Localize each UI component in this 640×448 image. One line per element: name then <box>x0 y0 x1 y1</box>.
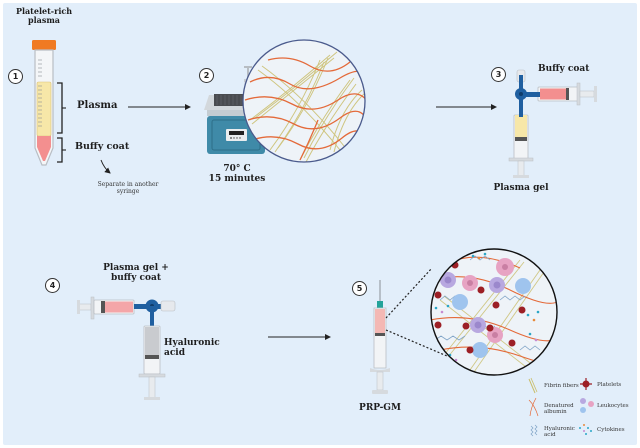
step-5-badge: 5 <box>352 281 367 296</box>
step-1-badge: 1 <box>8 69 23 84</box>
plasma-bracket <box>57 82 63 134</box>
separate-note-line2: syringe <box>116 188 140 196</box>
buffy-coat-bracket <box>57 137 63 163</box>
prp-gm-syringe <box>370 280 390 394</box>
legend-cytokines: Cytokines <box>597 427 625 433</box>
hyaluronic-acid-icon <box>530 424 538 437</box>
separate-arrow <box>100 159 111 174</box>
step-2-badge: 2 <box>199 68 214 83</box>
legend-denatured-albumin-line2: albumin <box>544 409 567 416</box>
separate-note-line1: Separate in another <box>97 181 159 188</box>
legend-denatured-albumin: Denatured albumin <box>544 403 574 416</box>
cytokine-icon <box>579 424 592 435</box>
plasma-gel-label: Plasma gel <box>493 183 549 193</box>
duration-label: 15 minutes <box>208 173 266 184</box>
hyaluronic-acid-line2: acid <box>164 347 186 358</box>
buffy-coat-label: Buffy coat <box>75 141 130 152</box>
separate-note: Separate in another syringe <box>98 181 159 195</box>
centrifuge-tube <box>32 40 56 166</box>
legend-hyaluronic-acid-line1: Hyaluronic <box>544 426 575 432</box>
legend-icons <box>528 377 594 437</box>
zoom-line-bottom <box>385 329 448 357</box>
plasma-gel-buffy-coat-label: Plasma gel + buffy coat <box>103 263 169 284</box>
hyaluronic-acid-line1: Hyaluronic <box>164 338 220 348</box>
legend-hyaluronic-acid: Hyaluronic acid <box>544 426 575 439</box>
platelet-icon <box>580 378 592 390</box>
legend-fibrin-fibers: Fibrin fibers <box>544 383 579 389</box>
step-3-buffy-coat-label: Buffy coat <box>538 64 590 74</box>
temperature-label: 70° C <box>223 164 251 174</box>
plasma-label: Plasma <box>77 100 118 111</box>
legend-hyaluronic-acid-line2: acid <box>544 432 556 439</box>
zoom-line-top <box>385 267 433 319</box>
leukocyte-icon <box>580 398 594 413</box>
hyaluronic-acid-label: Hyaluronic acid <box>164 338 220 359</box>
plasma-gel-buffy-coat-line2: buffy coat <box>110 272 162 283</box>
fibrin-fibers-icon <box>528 377 538 394</box>
step-3-badge: 3 <box>491 67 506 82</box>
tube-cap <box>32 40 56 50</box>
step-1-title-line1: Platelet-rich <box>15 6 73 16</box>
stopcock-assembly-step3 <box>508 69 597 178</box>
step-4-badge: 4 <box>45 278 60 293</box>
prp-gm-label: PRP-GM <box>359 403 401 413</box>
legend-leukocytes: Leukocytes <box>597 403 629 409</box>
step-1-title-line2: plasma <box>28 14 60 25</box>
plasma-gel-buffy-coat-line1: Plasma gel + <box>103 263 169 273</box>
buffy-coat-layer <box>37 136 51 161</box>
stopcock-assembly-step4 <box>77 296 176 400</box>
denatured-albumin-icon <box>528 397 539 417</box>
legend-denatured-albumin-line1: Denatured <box>544 403 574 409</box>
step-1-title: Platelet-rich plasma <box>16 7 72 25</box>
magnified-prp-gm <box>430 248 558 376</box>
heating-condition: 70° C 15 minutes <box>208 164 266 185</box>
magnified-fibrin-network <box>242 39 366 163</box>
legend-platelets: Platelets <box>597 382 622 388</box>
